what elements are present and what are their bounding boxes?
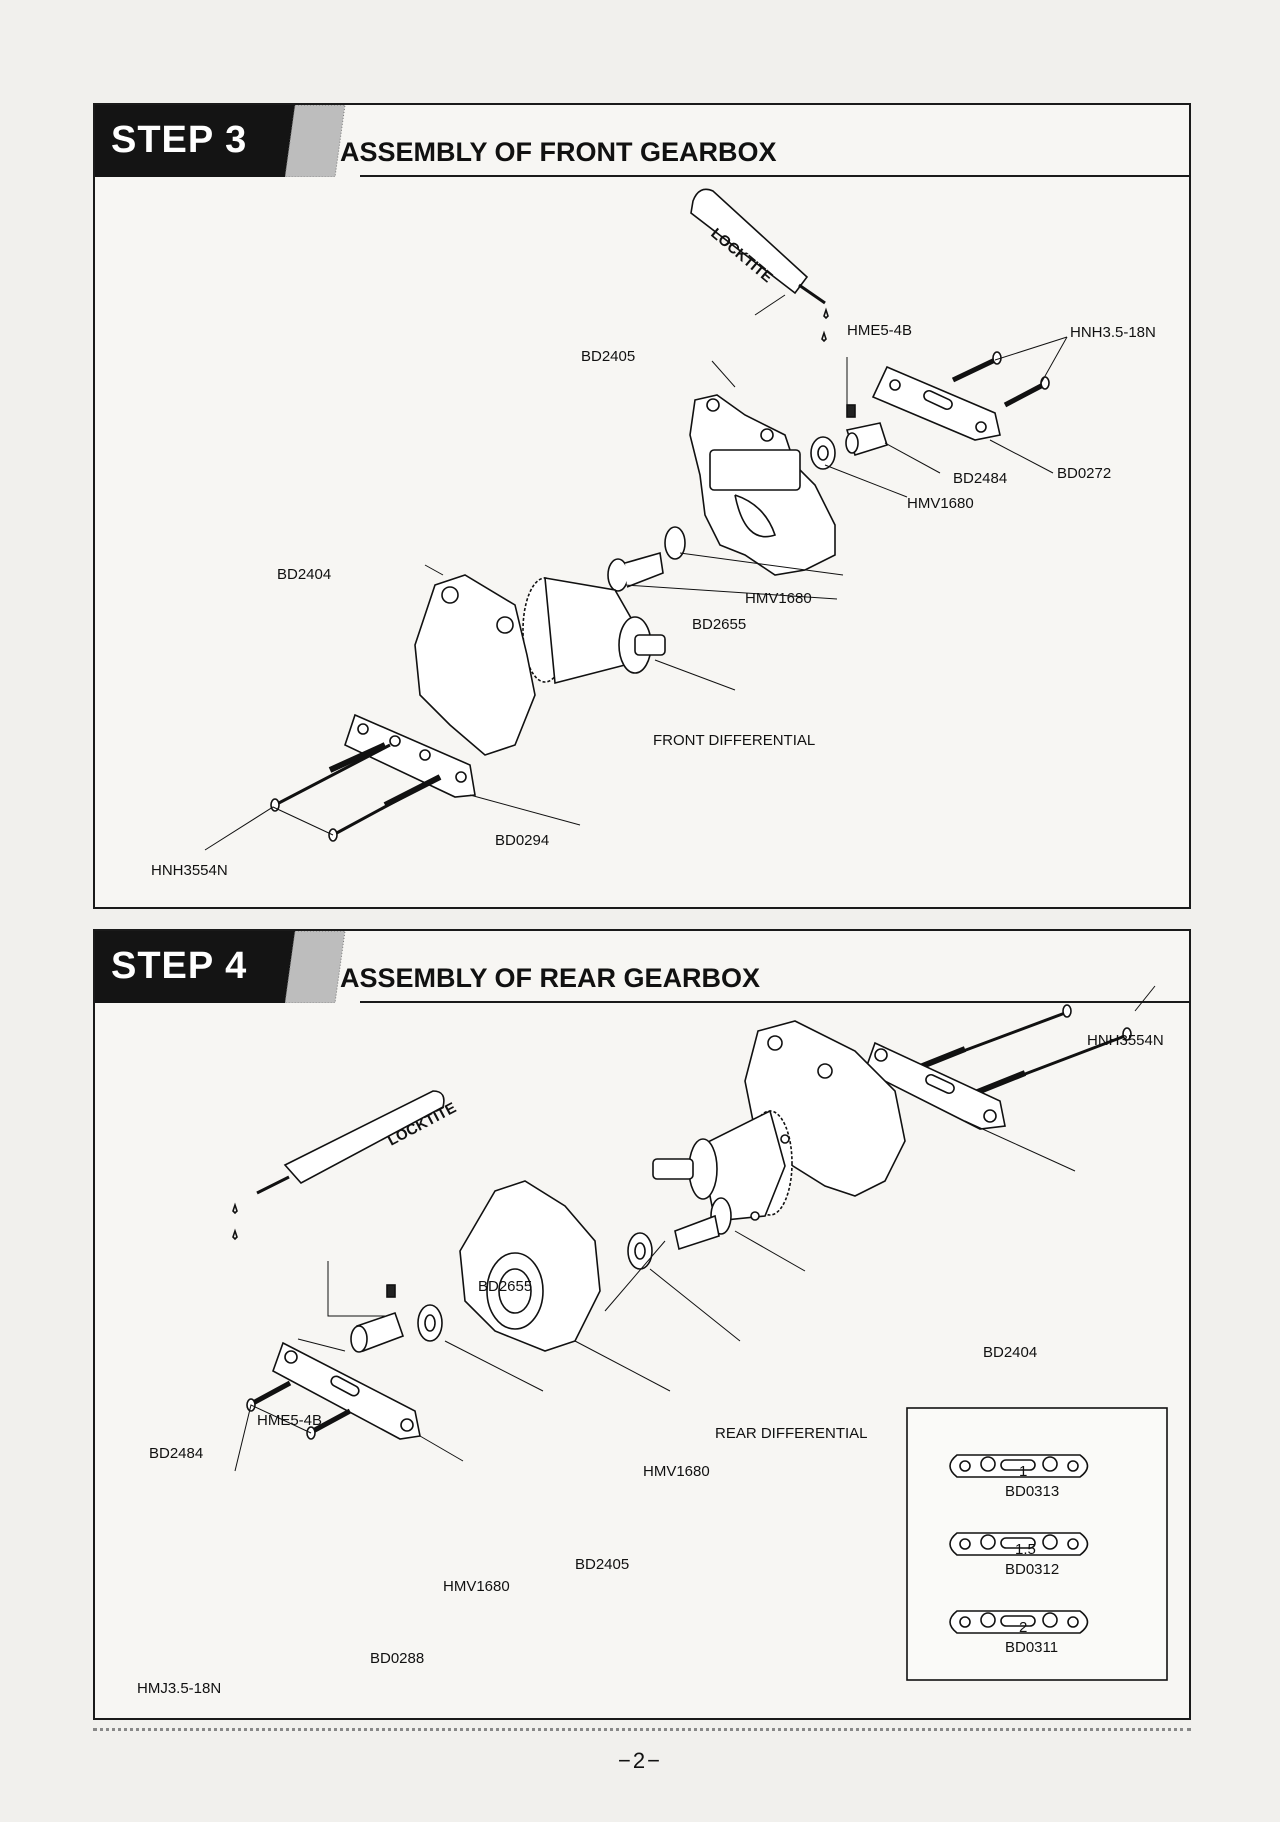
step3-tab-label: STEP 3 (111, 119, 248, 161)
step3-title: ASSEMBLY OF FRONT GEARBOX (340, 137, 777, 167)
label-hme5-4b: HME5-4B (847, 322, 912, 339)
option-plates-box (906, 1407, 1168, 1681)
label-hmv1680-upper: HMV1680 (907, 495, 974, 512)
mount-plate-bd0272 (871, 365, 1001, 441)
rear-differential (652, 1109, 793, 1222)
leader-lines (204, 336, 1068, 851)
label-rear-differential: REAR DIFFERENTIAL (715, 1425, 868, 1442)
label-bd2655: BD2655 (478, 1278, 532, 1295)
cup-joint-bd2484 (845, 404, 889, 457)
plate-mark-1-5: 1.5 (1015, 1541, 1036, 1558)
label-bd0294: BD0294 (495, 832, 549, 849)
step4-tab: STEP 4 (95, 931, 295, 1003)
label-bd2405: BD2405 (581, 348, 635, 365)
step3-tab: STEP 3 (95, 105, 295, 177)
plate-bd0311-icon (949, 1610, 1089, 1634)
label-bd2655: BD2655 (692, 616, 746, 633)
locktite-tube-icon (690, 188, 829, 343)
label-bd0313: BD0313 (1005, 1483, 1059, 1500)
gearbox-housing-bd2405 (459, 1180, 601, 1352)
label-bd0312: BD0312 (1005, 1561, 1059, 1578)
plate-bd0312-icon (949, 1532, 1089, 1556)
step4-title: ASSEMBLY OF REAR GEARBOX (340, 963, 761, 993)
step3-panel: STEP 3 ASSEMBLY OF FRONT GEARBOX (93, 103, 1191, 909)
label-hmv1680-right: HMV1680 (643, 1463, 710, 1480)
label-hmj35-18n: HMJ3.5-18N (137, 1680, 221, 1697)
hatch-decoration (285, 931, 346, 1003)
screw-hnh35-18n (951, 351, 1050, 408)
plate-mark-1: 1 (1019, 1463, 1027, 1480)
step4-header: STEP 4 ASSEMBLY OF REAR GEARBOX (95, 931, 1189, 1003)
step3-labels: HME5-4B HNH3.5-18N BD2405 BD2484 BD0272 … (151, 225, 1156, 879)
bearing-hmv1680-upper (810, 436, 836, 470)
page-number: −2− (618, 1748, 662, 1773)
label-bd0311: BD0311 (1005, 1639, 1058, 1656)
front-differential (522, 577, 666, 685)
label-bd2404: BD2404 (277, 566, 331, 583)
cup-joint-bd2484 (350, 1284, 405, 1353)
hatch-decoration (285, 105, 346, 177)
label-bd2484: BD2484 (953, 470, 1007, 487)
label-hnh35-18n: HNH3.5-18N (1070, 324, 1156, 341)
label-bd2484: BD2484 (149, 1445, 203, 1462)
front-gearbox-diagram: HME5-4B HNH3.5-18N BD2405 BD2484 BD0272 … (151, 188, 1156, 879)
screw-hnh3554n (270, 742, 442, 842)
label-bd0288: BD0288 (370, 1650, 424, 1667)
leader-lines (234, 985, 1156, 1472)
bearing-hmv1680 (417, 1232, 653, 1342)
bevel-pinion-bd2655 (607, 526, 686, 592)
label-hmv1680-lower: HMV1680 (745, 590, 812, 607)
step4-tab-label: STEP 4 (111, 945, 248, 987)
label-bd0272: BD0272 (1057, 465, 1111, 482)
plate-mark-2: 2 (1019, 1619, 1027, 1636)
label-bd2404: BD2404 (983, 1344, 1037, 1361)
label-hmv1680-left: HMV1680 (443, 1578, 510, 1595)
step4-labels: HNH3554N BD2655 BD2404 REAR DIFFERENTIAL… (137, 1032, 1164, 1697)
screw-hnh3554n (913, 1004, 1132, 1096)
gearbox-housing-bd2405 (689, 394, 836, 576)
plate-bd0313-icon (949, 1454, 1089, 1478)
mount-plate-bd0294 (344, 713, 476, 798)
dotted-rule (93, 1722, 1191, 1731)
label-bd2405: BD2405 (575, 1556, 629, 1573)
rear-gearbox-diagram: HNH3554N BD2655 BD2404 REAR DIFFERENTIAL… (137, 985, 1168, 1697)
step4-panel: STEP 4 ASSEMBLY OF REAR GEARBOX (93, 929, 1191, 1720)
mount-plate-upper (864, 1041, 1006, 1130)
mount-plate-bd0288 (272, 1341, 421, 1440)
label-front-differential: FRONT DIFFERENTIAL (653, 732, 815, 749)
label-hme5-4b: HME5-4B (257, 1412, 322, 1429)
gearbox-housing-bd2404 (414, 574, 536, 756)
step3-header: STEP 3 ASSEMBLY OF FRONT GEARBOX (95, 105, 1189, 177)
label-hnh3554n: HNH3554N (1087, 1032, 1164, 1049)
label-hnh3554n: HNH3554N (151, 862, 228, 879)
locktite-tube-icon (232, 1090, 445, 1241)
bevel-pinion-bd2655 (674, 1197, 732, 1251)
